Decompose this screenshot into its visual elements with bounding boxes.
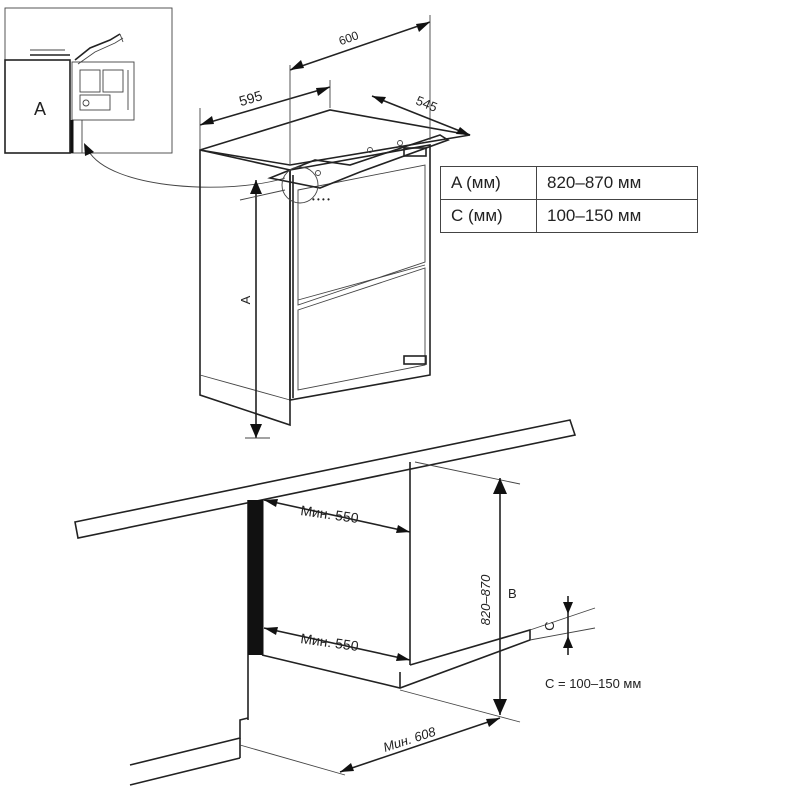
- appliance-door-gap: [297, 264, 426, 301]
- countertop: [74, 419, 577, 539]
- dim-arrow: [340, 763, 354, 772]
- dim-arrow: [493, 478, 507, 494]
- dim-depth-side-line: [371, 95, 471, 136]
- dim-min-upper-line: [263, 499, 411, 533]
- dim-height-label: A: [238, 295, 253, 304]
- spec-key: C (мм): [440, 199, 537, 233]
- appliance-lower-door: [297, 267, 426, 391]
- dim-b-label: B: [508, 586, 517, 601]
- dim-min-lower-line: [263, 627, 411, 661]
- dim-depth-top-line: [289, 21, 431, 71]
- dim-arrow: [493, 699, 507, 715]
- upper-hinge: [403, 147, 427, 157]
- dim-arrow: [316, 87, 330, 96]
- dim-min-lower: Мин. 550: [263, 627, 411, 661]
- dim-arrow: [563, 602, 573, 614]
- dim-arrow: [486, 718, 500, 727]
- inset-bracket: [74, 33, 121, 61]
- dim-height: A: [238, 180, 286, 439]
- spec-table: A (мм) 820–870 мм C (мм) 100–150 мм: [440, 166, 698, 233]
- vent-dots: • • • •: [312, 195, 330, 204]
- appliance-plinth: [199, 374, 291, 401]
- dim-arrow: [250, 180, 262, 194]
- inset-hinge-block: [71, 61, 135, 121]
- spec-value: 100–150 мм: [536, 199, 698, 233]
- inset-detail: A: [4, 7, 173, 154]
- dim-arrow: [372, 96, 386, 104]
- dim-arrow: [264, 499, 278, 507]
- dim-arrow: [250, 424, 262, 438]
- dim-ext-line: [529, 607, 596, 631]
- dim-min-floor-line: [339, 717, 501, 773]
- dim-width-line: [199, 86, 331, 126]
- spec-value: 820–870 мм: [536, 166, 698, 200]
- floor-ext: [239, 744, 346, 776]
- dim-min-upper: Мин. 550: [263, 499, 411, 533]
- left-wall-panel: [248, 500, 262, 655]
- table-row: C (мм) 100–150 мм: [440, 199, 698, 233]
- mount-screw: [397, 140, 403, 146]
- appliance-mount-plate: [267, 134, 450, 189]
- inset-label-a: A: [34, 99, 46, 119]
- floor-line: [129, 717, 249, 766]
- dim-depth-top-label: 600: [337, 28, 361, 48]
- detail-leader-arrow: [84, 143, 94, 156]
- inset-frame: [4, 7, 173, 154]
- dim-ext-line: [529, 627, 596, 641]
- inset-bracket: [119, 33, 124, 43]
- dim-min-upper-label: Мин. 550: [300, 502, 360, 526]
- dim-width: 595: [199, 80, 331, 150]
- dim-arrow: [563, 636, 573, 648]
- table-row: A (мм) 820–870 мм: [440, 166, 698, 200]
- dim-arrow: [416, 22, 430, 32]
- c-range-note: C = 100–150 мм: [545, 676, 641, 691]
- dim-arrow: [200, 116, 214, 125]
- dim-arrow: [396, 653, 410, 661]
- detail-leader: [87, 149, 286, 188]
- detail-circle: [281, 166, 319, 204]
- mount-screw: [315, 170, 321, 176]
- dim-width-label: 595: [237, 87, 264, 109]
- inset-screw: [82, 99, 90, 107]
- dim-c-label: C: [542, 621, 557, 630]
- dim-depth-side-label: 545: [414, 93, 440, 115]
- dim-depth-side: 545: [371, 93, 471, 136]
- dim-arrow: [264, 627, 278, 635]
- dim-ext-line: [239, 189, 286, 201]
- appliance-upper-door: [297, 164, 426, 306]
- dim-c: C C = 100–150 мм: [529, 596, 641, 691]
- dim-height-range-label: 820–870: [478, 574, 493, 625]
- appliance-front-frame: [289, 144, 431, 401]
- dim-ext-line: [399, 689, 521, 723]
- dim-min-floor: Мин. 608: [339, 689, 521, 773]
- inset-hinge-part: [79, 94, 111, 111]
- dim-arrow: [456, 127, 470, 135]
- dim-ext-line: [414, 461, 521, 485]
- dim-b: 820–870 B: [414, 461, 521, 715]
- inset-bracket: [77, 37, 124, 65]
- inset-cabinet-panel: [4, 59, 71, 154]
- dim-depth-top: 600: [289, 15, 431, 165]
- mount-screw: [367, 147, 373, 153]
- appliance-left-side: [199, 149, 291, 427]
- niche-drawing: [74, 419, 577, 786]
- dim-min-floor-label: Мин. 608: [381, 724, 438, 755]
- dim-arrow: [396, 525, 410, 533]
- dim-arrow: [290, 60, 304, 70]
- floor-line: [129, 757, 241, 786]
- spec-key: A (мм): [440, 166, 537, 200]
- inset-hinge-part: [102, 69, 124, 93]
- appliance-drawing: • • • •: [199, 109, 471, 427]
- dim-min-lower-label: Мин. 550: [300, 630, 360, 654]
- inset-hinge-part: [79, 69, 101, 93]
- lower-hinge: [403, 355, 427, 365]
